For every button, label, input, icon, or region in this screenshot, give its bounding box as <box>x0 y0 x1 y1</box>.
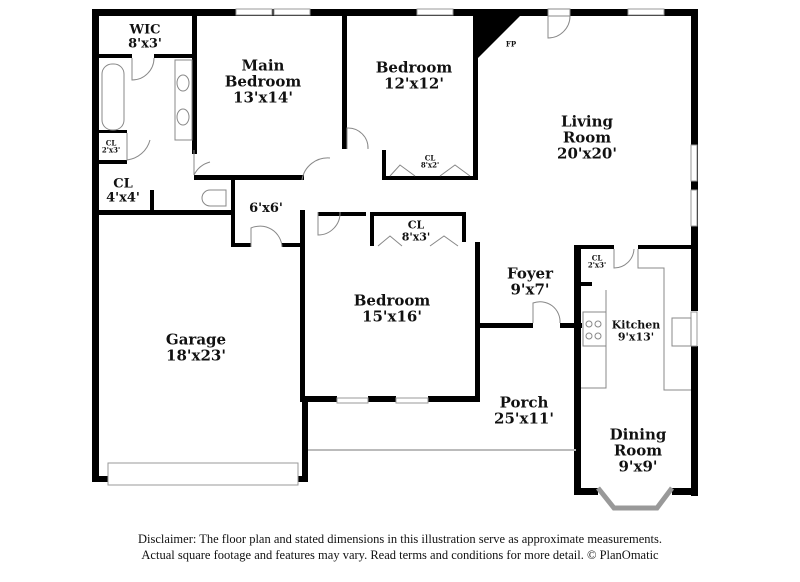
room-label-hall: 6'x6' <box>249 201 283 217</box>
room-label-dining-room: Dining Room 9'x9' <box>609 425 667 475</box>
room-label-closet-bath: CL 2'x3' <box>101 138 121 155</box>
room-label-bedroom-3: Bedroom 15'x16' <box>353 291 431 325</box>
room-label-garage: Garage 18'x23' <box>165 330 227 364</box>
doors-and-fixtures <box>101 8 692 511</box>
room-label-closet-4x4: CL 4'x4' <box>106 176 140 205</box>
room-label-porch: Porch 25'x11' <box>494 393 554 427</box>
room-label-kitchen: Kitchen 9'x13' <box>611 318 661 343</box>
disclaimer: Disclaimer: The floor plan and stated di… <box>0 531 800 563</box>
room-label-main-bedroom: Main Bedroom 13'x14' <box>224 56 302 106</box>
fireplace-label: FP <box>505 39 517 49</box>
room-label-wic: WIC 8'x3' <box>128 22 162 51</box>
room-label-closet-kitchen: CL 2'x3' <box>587 253 607 270</box>
room-label-bedroom-2: Bedroom 12'x12' <box>375 58 453 92</box>
windows <box>107 8 698 486</box>
room-label-foyer: Foyer 9'x7' <box>507 264 553 298</box>
room-label-closet-bedroom-3: CL 8'x3' <box>401 218 431 243</box>
room-label-closet-bedroom-2: CL 8'x2' <box>420 153 440 170</box>
disclaimer-line-2: Actual square footage and features may v… <box>141 548 659 562</box>
room-label-living-room: Living Room 20'x20' <box>557 112 617 162</box>
disclaimer-line-1: Disclaimer: The floor plan and stated di… <box>138 532 662 546</box>
walls <box>92 9 698 496</box>
